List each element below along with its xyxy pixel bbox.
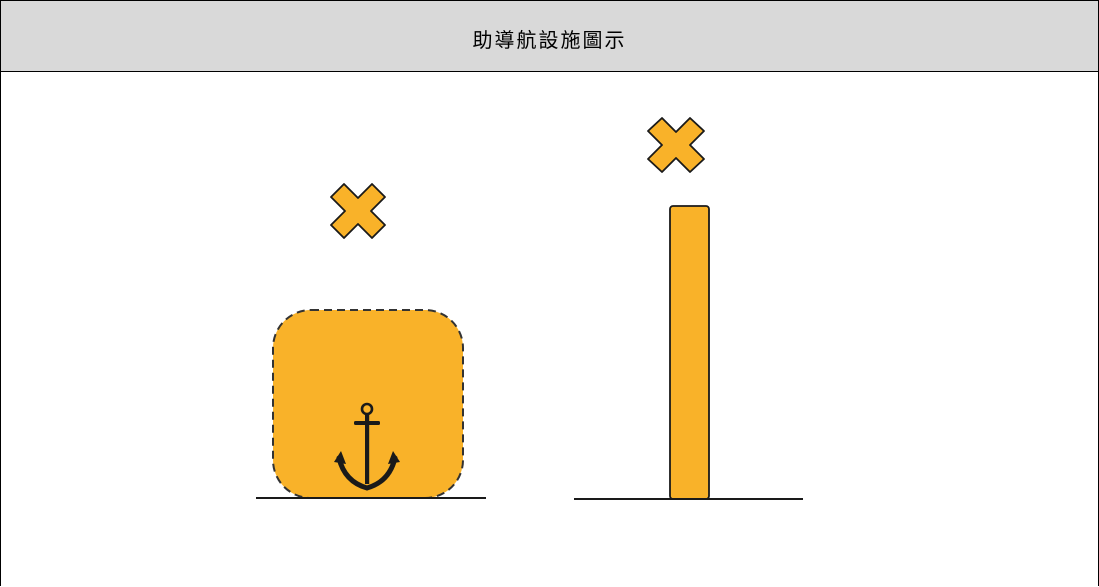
beacon-symbol-group — [574, 117, 803, 500]
header-bar: 助導航設施圖示 — [1, 1, 1098, 72]
buoy-symbol-group — [256, 183, 486, 499]
anchor-icon — [334, 402, 400, 491]
x-cross-icon — [647, 117, 705, 173]
beacon-pole — [669, 205, 710, 500]
page-title: 助導航設施圖示 — [472, 27, 627, 52]
x-cross-icon — [330, 183, 386, 239]
